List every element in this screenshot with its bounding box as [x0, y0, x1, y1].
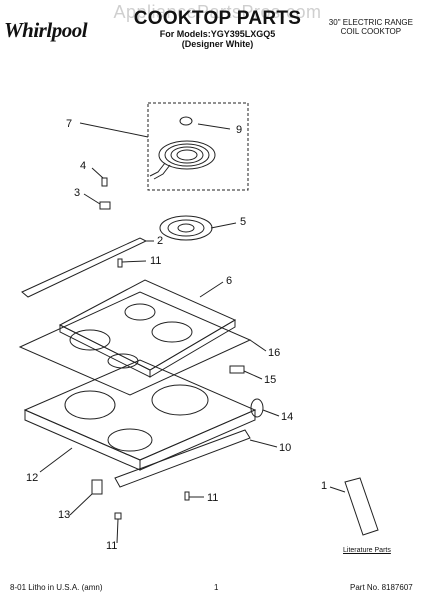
lower-bracket [91, 479, 103, 495]
brand-logo: Whirlpool [4, 18, 88, 42]
main-top-frame [18, 291, 252, 396]
burner-box [23, 359, 257, 471]
callout-7: 7 [66, 118, 73, 130]
callout-4: 4 [80, 160, 87, 172]
callout-2: 2 [157, 235, 164, 247]
cooktop-type: COIL COOKTOP [340, 27, 402, 36]
callout-10: 10 [279, 442, 292, 454]
callout-5: 5 [240, 216, 247, 228]
model-info: For Models:YGY395LXGQ5 (Designer White) [0, 29, 435, 49]
bracket [229, 365, 245, 374]
watermark: AppliancePartsPros.com [113, 2, 322, 22]
models-variant: (Designer White) [181, 39, 254, 49]
callout-13: 13 [58, 509, 71, 521]
callout-1: 1 [321, 480, 328, 492]
range-type: 30" ELECTRIC RANGE [328, 18, 413, 27]
callout-11-bottom: 11 [106, 540, 118, 552]
rear-strip [21, 237, 148, 298]
drip-bowl [159, 215, 213, 241]
surface-element [149, 140, 216, 180]
footer-page: 1 [214, 583, 219, 592]
callout-14: 14 [281, 411, 294, 423]
screw [117, 258, 123, 268]
page-title: COOKTOP PARTS [133, 8, 302, 29]
lower-screw [114, 512, 122, 520]
callout-15: 15 [264, 374, 277, 386]
terminal-block [99, 201, 111, 210]
literature-label: Literature Parts [343, 547, 391, 554]
cooktop-panel [58, 279, 237, 378]
callout-3: 3 [74, 187, 81, 199]
footer-litho: 8-01 Litho in U.S.A. (amn) [10, 583, 103, 592]
callout-11-top: 11 [150, 255, 162, 267]
callout-9: 9 [236, 124, 243, 136]
element-assembly-box [147, 102, 249, 191]
trim-screw [184, 491, 190, 501]
callout-6: 6 [226, 275, 233, 287]
clip [250, 398, 264, 418]
literature-booklet [344, 477, 379, 536]
footer-part-no: Part No. 8187607 [350, 583, 413, 592]
range-type-info: 30" ELECTRIC RANGE COIL COOKTOP [329, 18, 413, 36]
element-cap [179, 116, 193, 126]
front-trim [114, 429, 251, 488]
models-line: For Models:YGY395LXGQ5 [159, 29, 276, 39]
callout-12: 12 [26, 472, 39, 484]
callout-11-mid: 11 [207, 492, 219, 504]
terminal-screw [101, 177, 108, 187]
callout-16: 16 [268, 347, 281, 359]
